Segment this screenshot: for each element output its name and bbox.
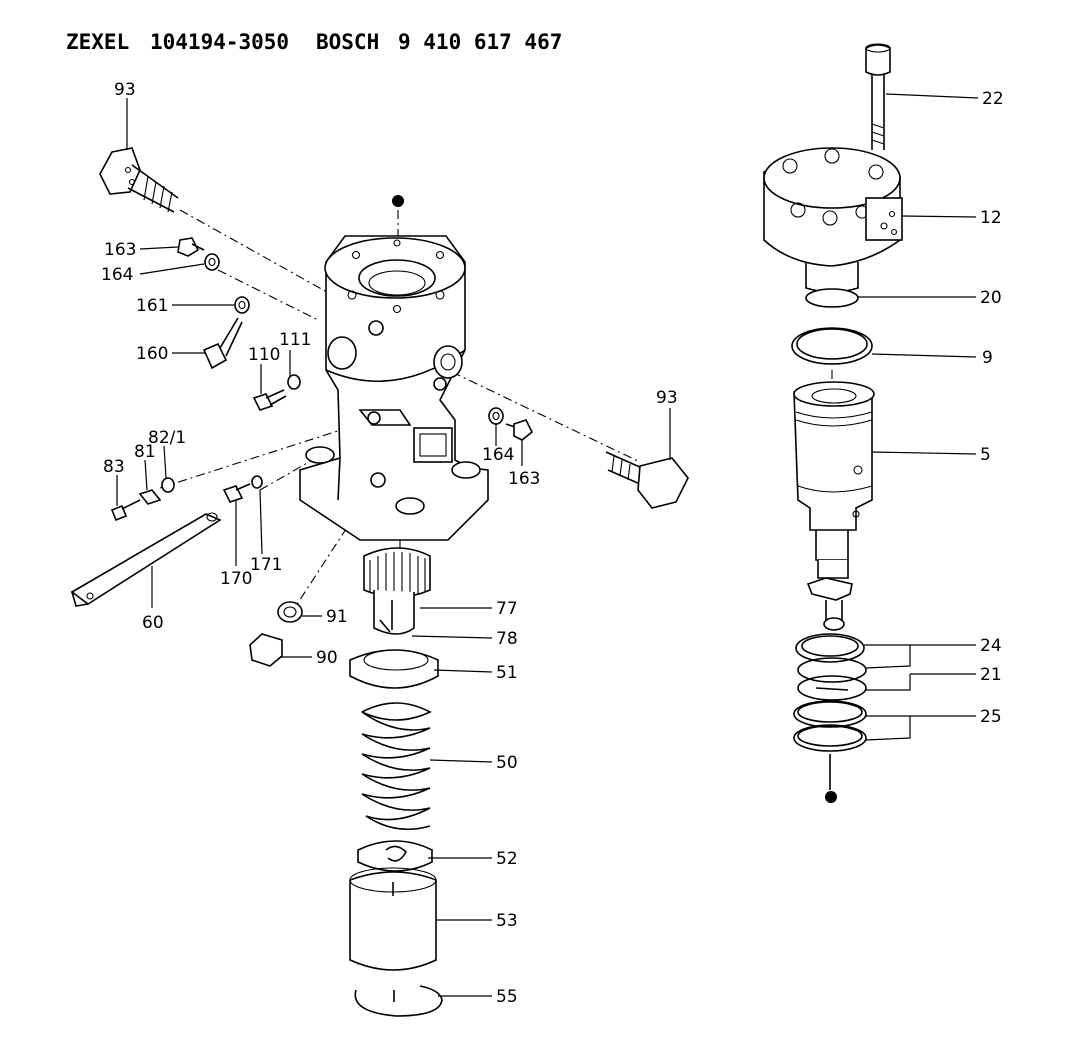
- part-171-washer: [251, 475, 263, 489]
- part-52-lower-spring-seat: [357, 840, 433, 872]
- leader-82: [163, 445, 167, 479]
- label-21: 21: [980, 665, 1002, 685]
- label-170: 170: [220, 569, 252, 589]
- pump-housing: [299, 235, 489, 541]
- part-60-control-rod: [70, 512, 222, 607]
- part-81-plate: [138, 489, 162, 505]
- leader-51: [433, 669, 493, 673]
- label-164-right: 164: [482, 445, 514, 465]
- part-93-banjo-bolt-right: [605, 451, 689, 509]
- leader-25: [865, 715, 976, 741]
- leader-9: [871, 353, 977, 358]
- leader-78: [411, 635, 493, 639]
- leader-171: [259, 489, 263, 555]
- label-51: 51: [496, 663, 518, 683]
- part-161-washer: [234, 296, 250, 314]
- leader-21: [866, 673, 976, 691]
- centerline-163a: [217, 269, 319, 321]
- leader-164a: [139, 263, 205, 275]
- label-163-left: 163: [104, 240, 136, 260]
- part-55-snap-ring: [354, 985, 443, 1017]
- part-77-control-gear: [363, 547, 431, 635]
- part-22-bolt: [865, 43, 891, 150]
- part-12-valve-holder: [763, 147, 903, 293]
- label-93-right: 93: [656, 388, 678, 408]
- label-93-left: 93: [114, 80, 136, 100]
- leader-12: [901, 215, 977, 218]
- label-163-right: 163: [508, 469, 540, 489]
- header-brand: BOSCH: [316, 30, 380, 54]
- leader-50: [429, 759, 493, 763]
- part-160-screw: [202, 317, 243, 370]
- label-55: 55: [496, 987, 518, 1007]
- reference-dot-top: [392, 195, 404, 207]
- part-9-gasket: [791, 327, 873, 365]
- label-90: 90: [316, 648, 338, 668]
- part-24-seal-ring: [795, 633, 865, 663]
- part-5-plunger-barrel: [793, 381, 875, 631]
- label-83: 83: [103, 457, 125, 477]
- label-53: 53: [496, 911, 518, 931]
- part-91-washer: [277, 601, 303, 623]
- label-164-left: 164: [101, 265, 133, 285]
- label-25: 25: [980, 707, 1002, 727]
- label-12: 12: [980, 208, 1002, 228]
- label-161: 161: [136, 296, 168, 316]
- label-60: 60: [142, 613, 164, 633]
- label-22: 22: [982, 89, 1004, 109]
- part-51-upper-spring-seat: [349, 649, 439, 689]
- label-77: 77: [496, 599, 518, 619]
- label-78: 78: [496, 629, 518, 649]
- part-82-washer: [161, 477, 175, 493]
- label-81: 81: [134, 442, 156, 462]
- label-171: 171: [250, 555, 282, 575]
- part-53-tappet: [349, 867, 437, 971]
- part-83-screw: [110, 499, 141, 522]
- label-52: 52: [496, 849, 518, 869]
- centerline-93b: [451, 371, 641, 463]
- part-170-screw: [222, 483, 251, 503]
- centerline-170: [259, 449, 331, 491]
- leader-5: [871, 451, 977, 455]
- part-25-snap-rings: [793, 700, 867, 752]
- part-164-washer-right: [488, 407, 504, 425]
- header-zexel-number: 104194-3050: [150, 30, 290, 54]
- label-5: 5: [980, 445, 991, 465]
- header-maker: ZEXEL: [66, 30, 130, 54]
- label-91: 91: [326, 607, 348, 627]
- label-20: 20: [980, 288, 1002, 308]
- label-160: 160: [136, 344, 168, 364]
- centerline-93a: [179, 209, 396, 331]
- label-50: 50: [496, 753, 518, 773]
- label-110: 110: [248, 345, 280, 365]
- part-20-o-ring: [805, 288, 859, 308]
- label-24: 24: [980, 636, 1002, 656]
- reference-dot-bottom: [825, 791, 837, 803]
- part-110-screw: [252, 389, 287, 411]
- label-82-1: 82/1: [148, 428, 186, 448]
- part-163-bolt-left: [177, 237, 205, 257]
- header-bosch-number: 9 410 617 467: [398, 30, 563, 54]
- part-93-banjo-bolt-left: [99, 147, 179, 213]
- part-164-washer-left: [204, 253, 220, 271]
- part-111-washer: [287, 374, 301, 390]
- leader-22: [885, 93, 979, 99]
- centerline-81: [159, 419, 373, 489]
- part-90-plug: [249, 633, 283, 667]
- leader-81: [144, 459, 148, 491]
- label-9: 9: [982, 348, 993, 368]
- part-163-bolt-right: [505, 419, 534, 441]
- label-111: 111: [279, 330, 311, 350]
- part-21-rings: [797, 657, 867, 701]
- part-50-plunger-spring: [361, 702, 432, 831]
- leader-163a: [139, 246, 179, 250]
- leader-24: [864, 644, 976, 669]
